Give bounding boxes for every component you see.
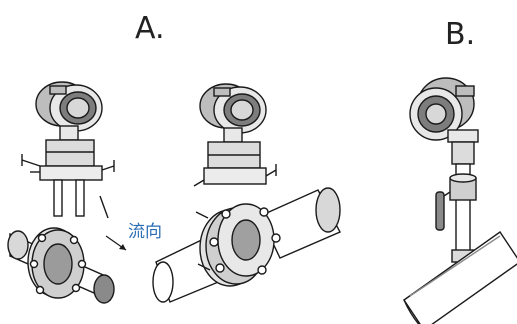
transmitter-a2 [152,83,341,303]
transmitter-b [403,77,517,324]
label-a: A. [135,11,165,46]
label-b: B. [445,17,476,52]
flow-arrow-icon [105,235,127,251]
flow-direction-label: 流向 [128,222,162,242]
transmitter-a1 [7,81,115,304]
